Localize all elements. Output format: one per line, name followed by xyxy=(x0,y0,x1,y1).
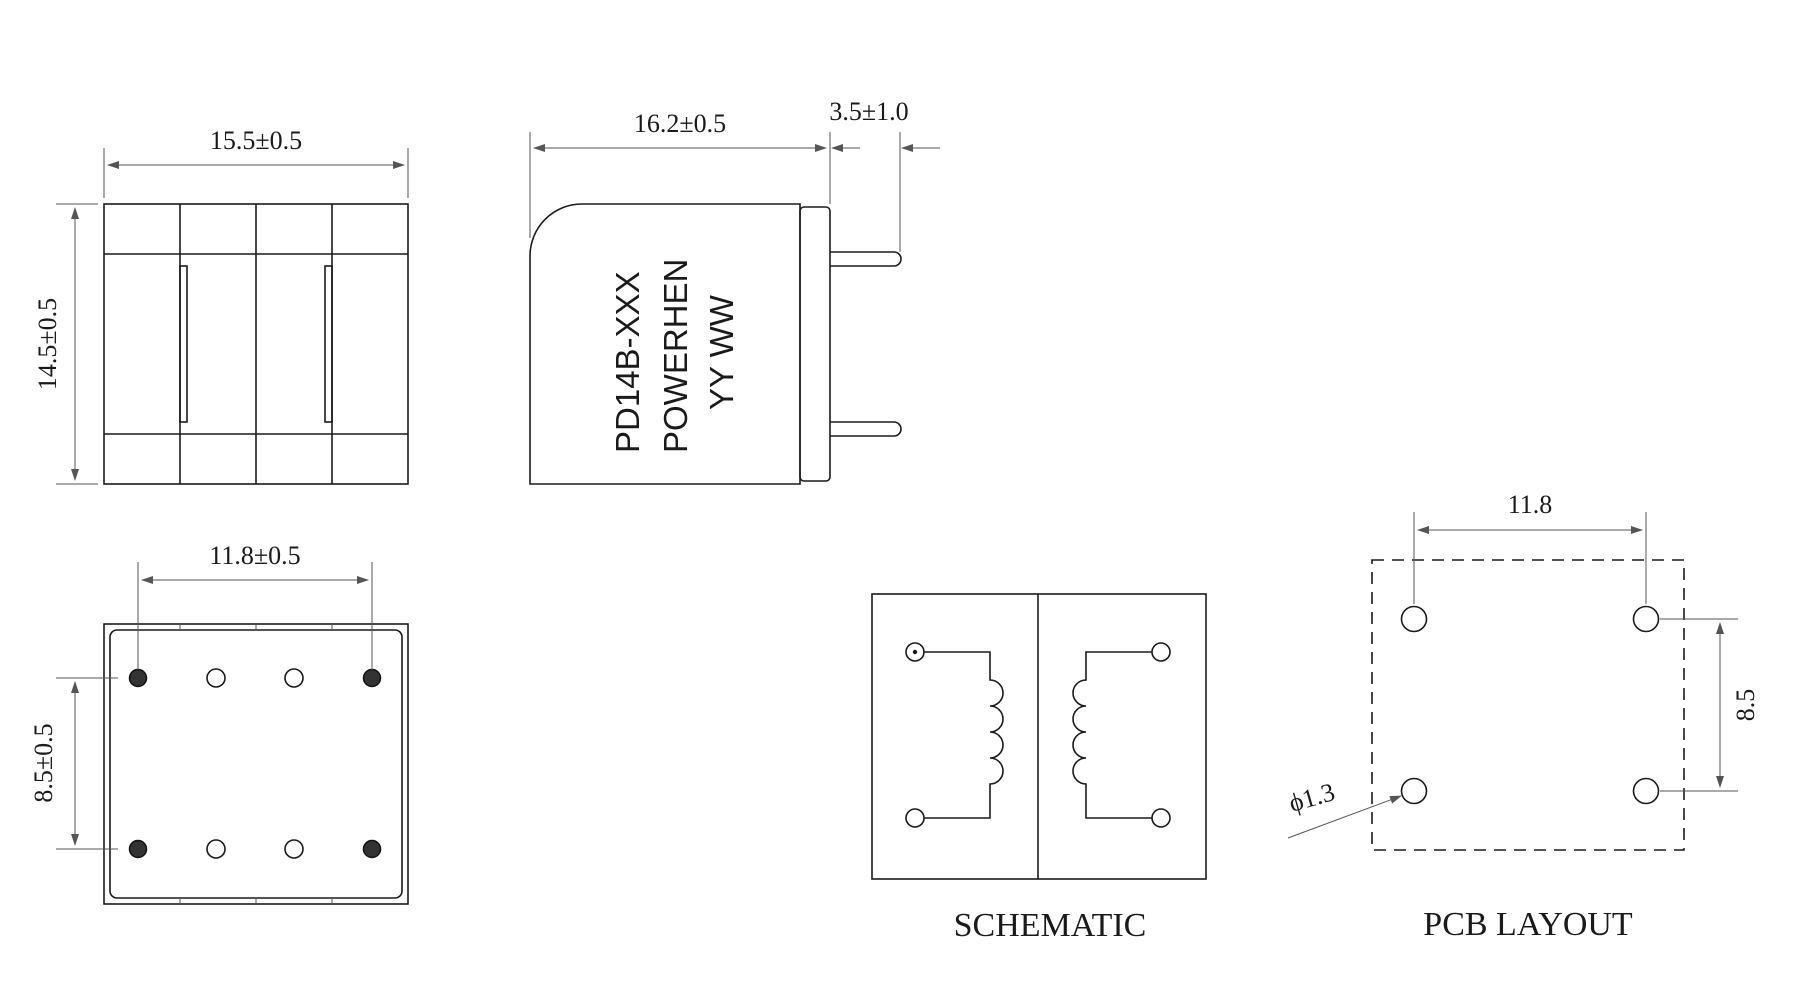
secondary-terminal xyxy=(1151,642,1171,662)
front-height-dim: 14.5±0.5 xyxy=(33,298,62,390)
pcb-span-dim: 11.8 xyxy=(1508,490,1553,519)
side-view-pin xyxy=(830,421,902,437)
bottom-span-dim: 11.8±0.5 xyxy=(209,541,300,570)
primary-terminal xyxy=(905,808,925,828)
bottom-pin-unused xyxy=(206,839,226,859)
primary-coil xyxy=(924,651,1004,819)
bottom-row-dim: 8.5±0.5 xyxy=(29,723,58,802)
pcb-caption: PCB LAYOUT xyxy=(1423,906,1633,943)
marking-line-2: POWERHEN xyxy=(657,259,694,453)
hole-dim: ϕ1.3 xyxy=(1286,777,1338,818)
bottom-pin-active xyxy=(362,668,382,688)
marking-line-3: YY WW xyxy=(703,294,740,410)
pin-length-dim: 3.5±1.0 xyxy=(829,97,908,126)
secondary-coil xyxy=(1072,651,1152,819)
side-length-dim: 16.2±0.5 xyxy=(634,109,726,138)
pcb-row-dim: 8.5 xyxy=(1731,689,1760,722)
side-view-pin xyxy=(830,251,902,267)
pcb-outline xyxy=(1371,559,1685,851)
secondary-terminal xyxy=(1151,808,1171,828)
schematic-frame xyxy=(871,593,1207,880)
pcb-hole xyxy=(1400,605,1428,633)
pcb-hole xyxy=(1400,777,1428,805)
front-view: 15.5±0.5 14.5±0.5 xyxy=(33,126,409,485)
bottom-view-outline xyxy=(103,623,409,905)
pcb-layout: 11.8 8.5 ϕ1.3 PCB LAYOUT xyxy=(1286,490,1760,943)
pcb-hole xyxy=(1632,605,1660,633)
bottom-view: 11.8±0.5 8.5±0.5 xyxy=(29,541,409,905)
bottom-pin-active xyxy=(128,839,148,859)
bottom-view-base xyxy=(109,629,403,899)
bottom-pin-active xyxy=(128,668,148,688)
hole-leader xyxy=(1287,795,1402,839)
bottom-pin-unused xyxy=(206,668,226,688)
marking-line-1: PD14B-XXX xyxy=(609,271,646,453)
side-view: PD14B-XXX POWERHEN YY WW 16.2±0.5 3.5±1.… xyxy=(529,97,940,485)
polarity-dot xyxy=(912,649,918,655)
schematic-caption: SCHEMATIC xyxy=(954,907,1147,944)
side-view-flange xyxy=(799,206,831,482)
pcb-hole xyxy=(1632,777,1660,805)
side-view-body xyxy=(529,203,801,485)
front-view-slot xyxy=(324,265,333,423)
bottom-pin-active xyxy=(362,839,382,859)
bottom-pin-unused xyxy=(284,839,304,859)
front-width-dim: 15.5±0.5 xyxy=(210,126,302,155)
schematic: SCHEMATIC xyxy=(871,593,1207,944)
front-view-slot xyxy=(179,265,188,423)
bottom-pin-unused xyxy=(284,668,304,688)
